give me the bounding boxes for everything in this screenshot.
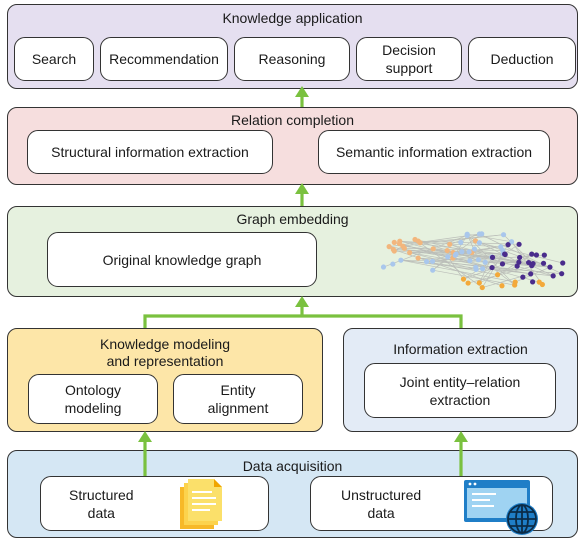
data-acquisition-title: Data acquisition xyxy=(242,458,343,474)
structural-info-extraction-box: Structural information extraction xyxy=(27,130,273,174)
knowledge-application-title: Knowledge application xyxy=(222,10,363,26)
ontology-modeling-box: Ontology modeling xyxy=(28,374,158,424)
semantic-info-extraction-box: Semantic information extraction xyxy=(318,130,550,174)
structured-data-box: Structured data xyxy=(40,476,269,531)
arrow-head xyxy=(454,431,468,442)
arrow-head xyxy=(295,296,309,307)
recommendation-box: Recommendation xyxy=(100,37,228,81)
search-box: Search xyxy=(14,37,94,81)
deduction-box: Deduction xyxy=(468,37,576,81)
unstructured-data-box: Unstructured data xyxy=(310,476,553,531)
original-knowledge-graph-box: Original knowledge graph xyxy=(47,232,317,287)
reasoning-box: Reasoning xyxy=(234,37,350,81)
graph-embedding-title: Graph embedding xyxy=(236,211,349,227)
arrow-head xyxy=(138,431,152,442)
information-extraction-title: Information extraction xyxy=(393,341,528,357)
decision-support-box: Decision support xyxy=(356,37,462,81)
knowledge-modeling-title: Knowledge modeling and representation xyxy=(100,336,230,369)
joint-entity-relation-extraction-box: Joint entity–relation extraction xyxy=(364,363,556,418)
relation-completion-title: Relation completion xyxy=(231,112,354,128)
entity-alignment-box: Entity alignment xyxy=(173,374,303,424)
